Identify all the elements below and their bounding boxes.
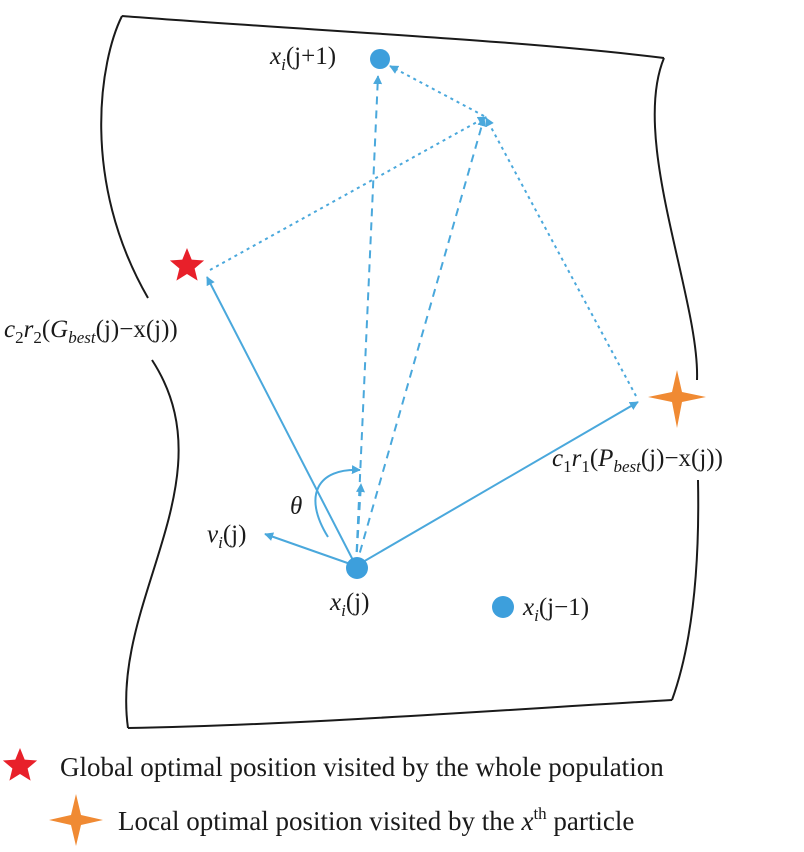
label-social-term: c2r2(Gbest(j)−x(j)): [4, 316, 178, 347]
solid-vectors: [206, 276, 639, 567]
label-cognitive-term: c1r1(Pbest(j)−x(j)): [552, 445, 723, 476]
boundary-left-lower-edge: [125, 359, 180, 729]
boundary-left-upper-edge: [100, 15, 149, 299]
boundary-right-lower-edge: [671, 479, 700, 701]
velocity-vector-arrow: [264, 532, 357, 567]
dashed-inertia-component: [355, 483, 365, 567]
theta-arc-arrow: [314, 465, 361, 538]
dashed-to-resultant: [355, 117, 487, 567]
cognitive-vector-arrow: [355, 401, 639, 567]
dotted-resultant-to-next: [389, 65, 485, 117]
legend-global-text: Global optimal position visited by the w…: [60, 752, 664, 782]
legend-red-star-icon: [2, 748, 38, 781]
particle-next-position: [370, 49, 390, 69]
dashed-to-next-position: [355, 75, 383, 567]
boundary-top-edge: [121, 15, 665, 59]
search-space-boundary: [100, 15, 700, 729]
local-best-star-icon: [648, 370, 706, 428]
particle-previous-position: [492, 596, 514, 618]
label-velocity: vi(j): [207, 521, 246, 552]
legend-orange-star-icon: [49, 794, 103, 846]
global-best-star-icon: [169, 248, 205, 281]
boundary-right-upper-edge: [653, 57, 699, 381]
label-next-position: xi(j+1): [269, 43, 336, 74]
particle-current-position: [346, 557, 368, 579]
label-previous-position: xi(j−1): [522, 594, 589, 625]
dashed-vectors: [355, 75, 487, 567]
legend: Global optimal position visited by the w…: [2, 748, 664, 846]
social-vector-arrow: [206, 276, 357, 567]
dotted-from-global-best: [209, 116, 487, 271]
boundary-bottom-edge: [127, 699, 673, 729]
label-theta: θ: [290, 493, 302, 520]
dotted-vectors: [209, 65, 637, 397]
label-current-position: xi(j): [329, 589, 369, 620]
legend-local-text: Local optimal position visited by the xt…: [118, 804, 634, 836]
dotted-from-local-best: [485, 117, 637, 397]
